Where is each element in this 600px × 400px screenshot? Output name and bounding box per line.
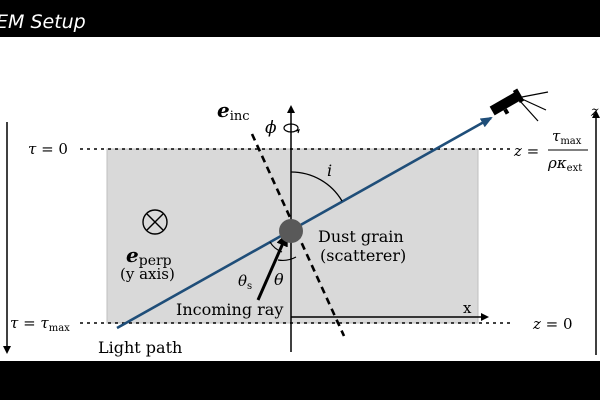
phi-label: ϕ — [265, 118, 277, 138]
e-perp-note: (y axis) — [120, 265, 175, 283]
angle-i-arc — [290, 171, 343, 202]
into-page-icon — [142, 209, 168, 235]
svg-text:ρκext: ρκext — [547, 154, 582, 174]
scattering-diagram: z x — [0, 37, 600, 361]
tau-top-label: τ = 0 — [28, 140, 68, 158]
tau-bottom-label: τ = τmax — [10, 314, 70, 334]
light-path-label: Light path — [98, 338, 182, 357]
x-axis-label: x — [463, 299, 472, 317]
dust-grain-icon — [279, 219, 303, 243]
rotation-arrow-icon — [283, 123, 300, 134]
grain-label-line1: Dust grain — [318, 227, 404, 246]
light-path-line — [116, 116, 493, 330]
z-top-label: z = τmax ρκext — [513, 127, 588, 174]
telescope-icon — [489, 88, 525, 116]
angle-i-label: i — [327, 161, 332, 180]
svg-text:τmax: τmax — [552, 127, 582, 147]
header-band: EM Setup — [0, 0, 600, 37]
angle-theta-s-arc — [269, 241, 283, 253]
angle-theta-arc — [277, 256, 297, 261]
svg-text:z =: z = — [513, 142, 539, 160]
incoming-ray-label: Incoming ray — [176, 300, 283, 319]
detector-rays — [519, 91, 549, 122]
grain-label-line2: (scatterer) — [320, 246, 406, 265]
footer-band — [0, 361, 600, 400]
incoming-ray-arrow — [256, 232, 289, 301]
z-bottom-label: z = 0 — [532, 315, 573, 333]
e-perp-label: eperp — [126, 243, 172, 269]
slide-title: EM Setup — [0, 11, 86, 33]
diagram-svg: z x — [3, 88, 600, 357]
theta-s-label: θs — [238, 272, 252, 292]
e-inc-label: einc — [217, 98, 250, 124]
theta-label: θ — [274, 270, 284, 289]
z-axis-label: z — [590, 104, 599, 120]
